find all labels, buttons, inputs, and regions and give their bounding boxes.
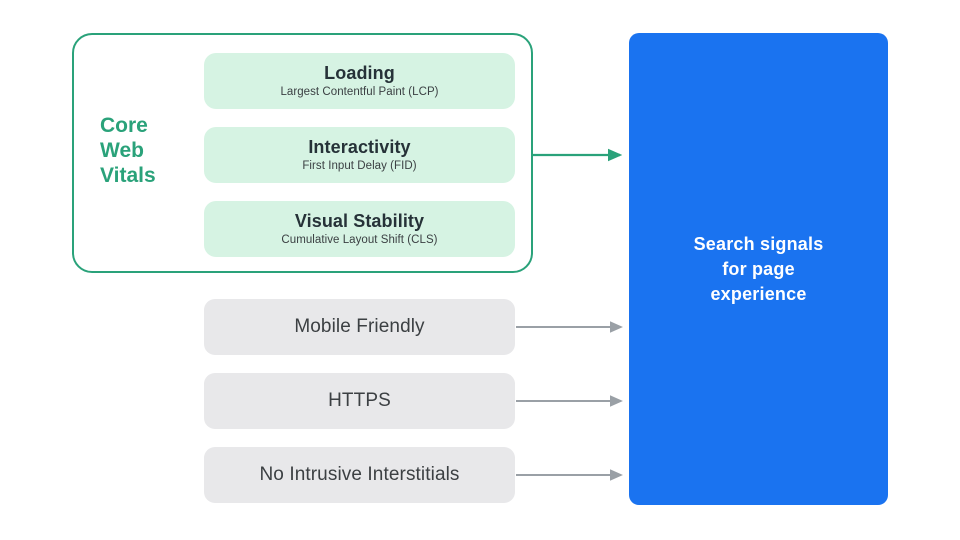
metric-card-visual-stability[interactable]: Visual Stability Cumulative Layout Shift…: [204, 201, 515, 257]
metric-title: Interactivity: [308, 136, 411, 157]
core-web-vitals-label: Core Web Vitals: [100, 114, 156, 187]
metric-subtitle: First Input Delay (FID): [302, 159, 417, 172]
search-signals-panel[interactable]: Search signals for page experience: [629, 33, 888, 505]
metric-subtitle: Cumulative Layout Shift (CLS): [281, 233, 438, 246]
metric-title: Visual Stability: [294, 210, 425, 231]
signal-card-https[interactable]: HTTPS: [204, 373, 515, 429]
core-web-vitals-group: [72, 33, 533, 273]
metric-card-interactivity[interactable]: Interactivity First Input Delay (FID): [204, 127, 515, 183]
metric-card-loading[interactable]: Loading Largest Contentful Paint (LCP): [204, 53, 515, 109]
metric-subtitle: Largest Contentful Paint (LCP): [280, 85, 439, 98]
signal-card-no-intrusive-interstitials[interactable]: No Intrusive Interstitials: [204, 447, 515, 503]
signal-label: Mobile Friendly: [294, 316, 425, 337]
signal-label: No Intrusive Interstitials: [259, 464, 460, 485]
signal-card-mobile-friendly[interactable]: Mobile Friendly: [204, 299, 515, 355]
search-signals-panel-label: Search signals for page experience: [693, 233, 824, 304]
metric-title: Loading: [324, 62, 395, 83]
signal-label: HTTPS: [328, 390, 391, 411]
